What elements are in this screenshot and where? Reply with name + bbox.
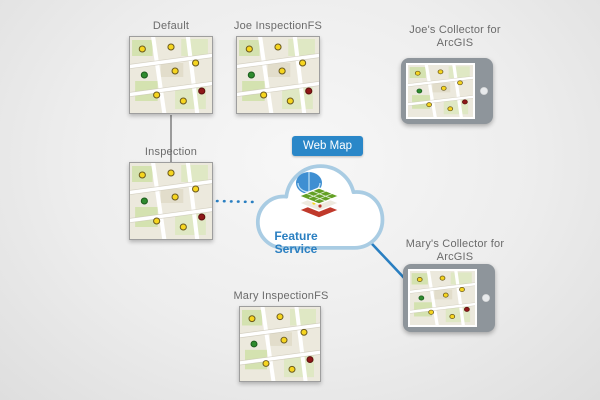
- street-map-thumbnail-icon: [240, 307, 320, 381]
- default-map-thumbnail: [129, 36, 213, 114]
- joes-collector-tablet: [401, 58, 493, 124]
- arcgis-layers-icon: [296, 172, 341, 219]
- inspection-thumbnail: [129, 162, 213, 240]
- default-map-label: Default: [152, 20, 190, 32]
- feature-service-cloud: Feature Service: [246, 146, 390, 268]
- joes-collector-label: Joe's Collector for ArcGIS: [409, 24, 501, 49]
- inspection-label: Inspection: [144, 146, 198, 158]
- joe-inspectionfs-thumbnail: [236, 36, 320, 114]
- street-map-thumbnail-icon: [410, 271, 475, 325]
- street-map-thumbnail-icon: [408, 65, 473, 117]
- web-map-badge: Web Map: [292, 136, 364, 156]
- street-map-thumbnail-icon: [237, 37, 319, 113]
- street-map-thumbnail-icon: [130, 163, 212, 239]
- marys-collector-tablet: [403, 264, 495, 332]
- street-map-thumbnail-icon: [130, 37, 212, 113]
- feature-service-label: Feature Service: [274, 229, 318, 256]
- tablet-home-button-icon: [480, 87, 488, 95]
- tablet-screen-map: [406, 63, 475, 119]
- joe-inspectionfs-label: Joe InspectionFS: [233, 20, 323, 32]
- marys-collector-label: Mary's Collector for ArcGIS: [405, 238, 505, 263]
- mary-inspectionfs-thumbnail: [239, 306, 321, 382]
- tablet-home-button-icon: [482, 294, 490, 302]
- tablet-screen-map: [408, 269, 477, 327]
- mary-inspectionfs-label: Mary InspectionFS: [233, 290, 329, 302]
